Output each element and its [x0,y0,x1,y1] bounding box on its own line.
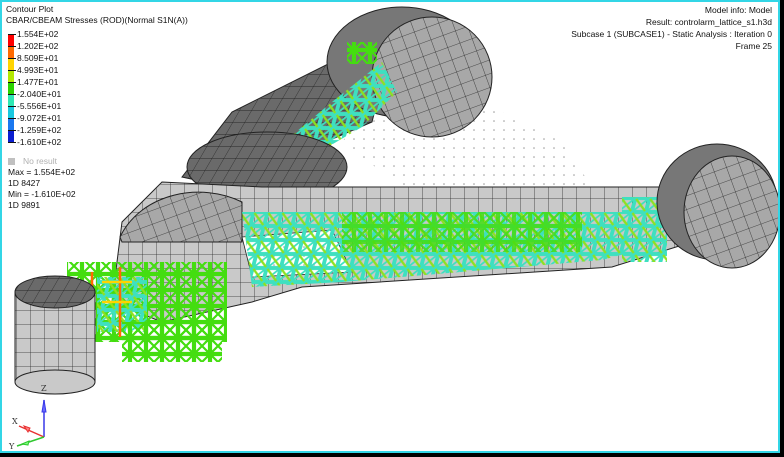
min-element: 1D 9891 [8,200,41,210]
window-edge [0,453,784,457]
legend-band [8,34,14,46]
legend-level: -5.556E+01 [8,100,61,112]
control-arm-model[interactable] [2,2,780,453]
legend-band [8,118,14,130]
min-value: Min = -1.610E+02 [8,189,76,199]
legend-band [8,106,14,118]
legend-subtitle: CBAR/CBEAM Stresses (ROD)(Normal S1N(A)) [6,15,188,25]
legend-band [8,46,14,58]
legend-level: -1.259E+02 [8,124,61,136]
legend-band [8,70,14,82]
axis-triad[interactable]: Z X Y [2,382,72,451]
legend-level: 8.509E+01 [8,52,58,64]
max-element: 1D 8427 [8,178,41,188]
y-axis-label: Y [9,442,15,451]
legend-level: -9.072E+01 [8,112,61,124]
legend-title: Contour Plot [6,4,54,14]
no-result-swatch [8,158,15,165]
legend-band [8,58,14,70]
max-value: Max = 1.554E+02 [8,167,76,177]
legend-level: 1.554E+02 [8,28,58,40]
model-info-subcase: Subcase 1 (SUBCASE1) - Static Analysis :… [571,29,772,39]
model-info-frame: Frame 25 [735,41,772,51]
model-info-model: Model info: Model [704,5,772,15]
legend-no-result: No result [8,156,188,167]
model-info: Model info: Model Result: controlarm_lat… [571,4,772,52]
legend-band [8,94,14,106]
legend-color-scale: 1.554E+02 1.202E+02 8.509E+01 4.993E+01 … [6,28,188,156]
triad-icon [16,399,47,447]
window-edge [780,0,784,457]
legend-level: -2.040E+01 [8,88,61,100]
legend-stats: Max = 1.554E+02 1D 8427 Min = -1.610E+02… [8,167,188,211]
model-info-result: Result: controlarm_lattice_s1.h3d [645,17,772,27]
z-axis-label: Z [41,384,47,393]
legend-level: 4.993E+01 [8,64,58,76]
x-axis-label: X [12,417,18,426]
legend-level: -1.610E+02 [8,136,61,148]
legend-level: 1.202E+02 [8,40,58,52]
legend-band [8,82,14,94]
contour-legend: Contour Plot CBAR/CBEAM Stresses (ROD)(N… [6,4,188,211]
legend-band [8,130,14,142]
legend-level: 1.477E+01 [8,76,58,88]
